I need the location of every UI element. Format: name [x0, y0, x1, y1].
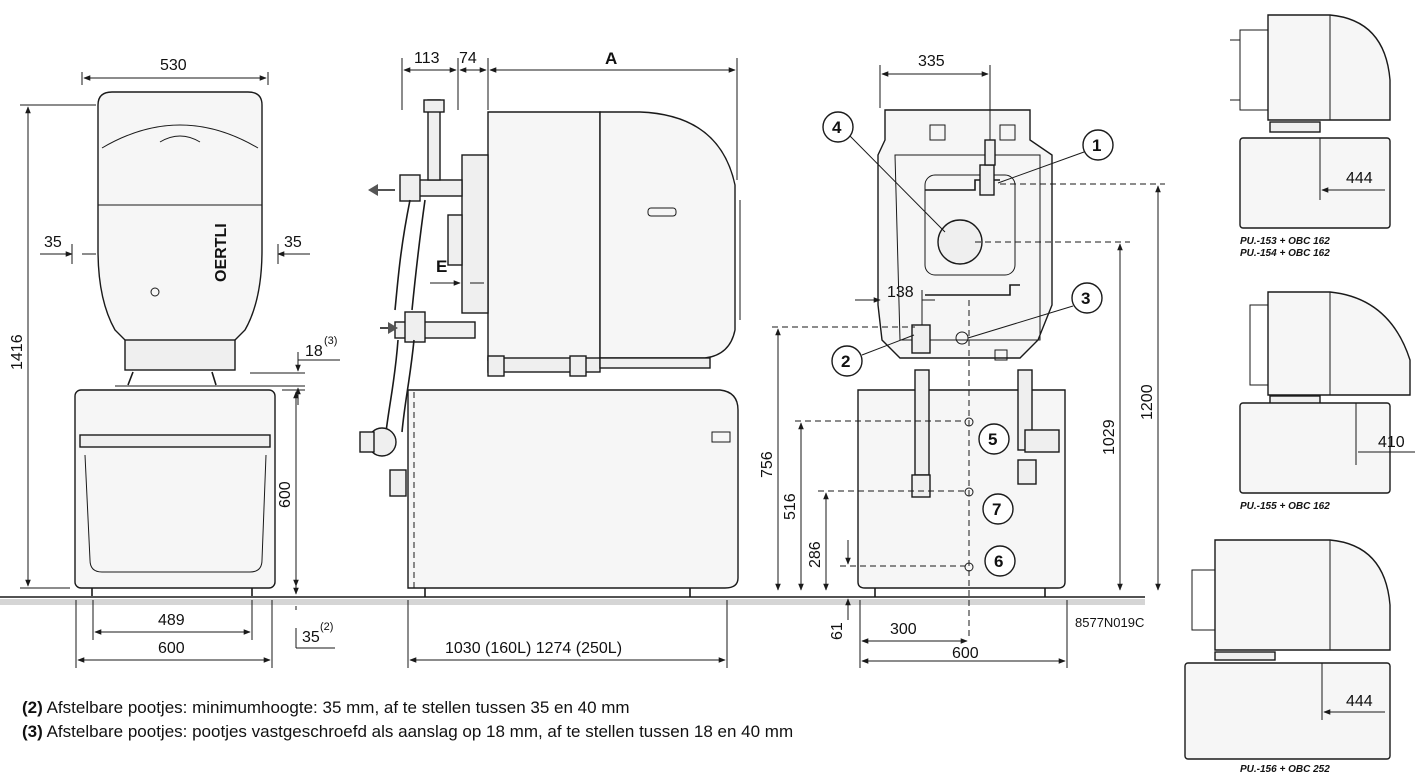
dim-1200: 1200	[1139, 384, 1156, 420]
boiler-side-body	[487, 111, 601, 361]
dim-length: 1030 (160L) 1274 (250L)	[445, 640, 622, 657]
dim-1029: 1029	[1101, 419, 1118, 455]
svg-text:2: 2	[841, 352, 850, 371]
variant-2-dim: 410	[1378, 434, 1405, 451]
dim-756: 756	[759, 451, 776, 478]
tank-rear-body	[857, 389, 1066, 589]
svg-text:1: 1	[1092, 136, 1101, 155]
marker-1: 1	[1082, 129, 1114, 161]
dim-35-foot-ref: (2)	[320, 621, 333, 633]
dim-286: 286	[807, 541, 824, 568]
front-view: OERTLI 530 35 35 1416 18 (3)	[9, 57, 340, 668]
variant-3-tank	[1184, 662, 1391, 760]
svg-text:5: 5	[988, 430, 997, 449]
variant-2: 410 PU.-155 + OBC 162	[1239, 291, 1415, 512]
footnote-3-text: Afstelbare pootjes: pootjes vastgeschroe…	[46, 722, 794, 741]
footnote-2: (2) Afstelbare pootjes: minimumhoogte: 3…	[22, 696, 793, 720]
tank-front-body	[74, 389, 276, 589]
variant-1-tank	[1239, 137, 1391, 229]
drawing-reference: 8577N019C	[1075, 615, 1144, 630]
rear-view: 1 4 3 2 5 7 6 335 138 756 516 286	[759, 53, 1165, 668]
dim-600-vertical: 600	[277, 481, 294, 508]
variant-3: 444 PU.-156 + OBC 252	[1184, 539, 1391, 775]
variant-2-caption-1: PU.-155 + OBC 162	[1240, 501, 1330, 512]
dim-335: 335	[918, 53, 945, 70]
variant-3-caption-1: PU.-156 + OBC 252	[1240, 764, 1330, 775]
marker-5: 5	[978, 423, 1010, 455]
footnote-3-number: (3)	[22, 722, 43, 741]
boiler-front-body	[97, 91, 263, 346]
dim-35-left: 35	[44, 234, 62, 251]
svg-text:7: 7	[992, 500, 1001, 519]
dim-1416: 1416	[9, 334, 26, 370]
dim-489: 489	[158, 612, 185, 629]
marker-6: 6	[984, 545, 1016, 577]
dim-18-ref: (3)	[324, 335, 337, 347]
dim-E: E	[436, 257, 447, 276]
side-view: 113 74 A E 1030 (160L) 1274 (250L)	[359, 49, 741, 668]
footnote-2-number: (2)	[22, 698, 43, 717]
dim-18: 18	[305, 343, 323, 360]
marker-2: 2	[831, 345, 863, 377]
footnote-3: (3) Afstelbare pootjes: pootjes vastgesc…	[22, 720, 793, 744]
dim-74: 74	[459, 50, 477, 67]
variant-1-caption-2: PU.-154 + OBC 162	[1240, 248, 1330, 259]
marker-3: 3	[1071, 282, 1103, 314]
variant-1-caption-1: PU.-153 + OBC 162	[1240, 236, 1330, 247]
variant-1-dim: 444	[1346, 170, 1373, 187]
dim-A: A	[605, 49, 617, 68]
variant-3-dim: 444	[1346, 693, 1373, 710]
dim-35-foot: 35	[302, 629, 320, 646]
dim-300: 300	[890, 621, 917, 638]
footnote-2-text: Afstelbare pootjes: minimumhoogte: 35 mm…	[46, 698, 630, 717]
dim-600-rear: 600	[952, 645, 979, 662]
tank-side-body	[407, 389, 739, 589]
svg-text:6: 6	[994, 552, 1003, 571]
variant-1: 444 PU.-153 + OBC 162 PU.-154 + OBC 162	[1230, 14, 1391, 259]
dim-113: 113	[414, 50, 440, 67]
svg-text:3: 3	[1081, 289, 1090, 308]
dim-61: 61	[829, 622, 846, 640]
dim-138: 138	[887, 284, 914, 301]
marker-7: 7	[982, 493, 1014, 525]
variant-2-tank	[1239, 402, 1391, 494]
brand-logo: OERTLI	[213, 223, 230, 282]
footnotes: (2) Afstelbare pootjes: minimumhoogte: 3…	[22, 696, 793, 744]
dim-600-horizontal: 600	[158, 640, 185, 657]
dim-516: 516	[782, 493, 799, 520]
svg-text:4: 4	[832, 118, 842, 137]
marker-4: 4	[822, 111, 854, 143]
dim-35-right: 35	[284, 234, 302, 251]
dim-530: 530	[160, 57, 187, 74]
